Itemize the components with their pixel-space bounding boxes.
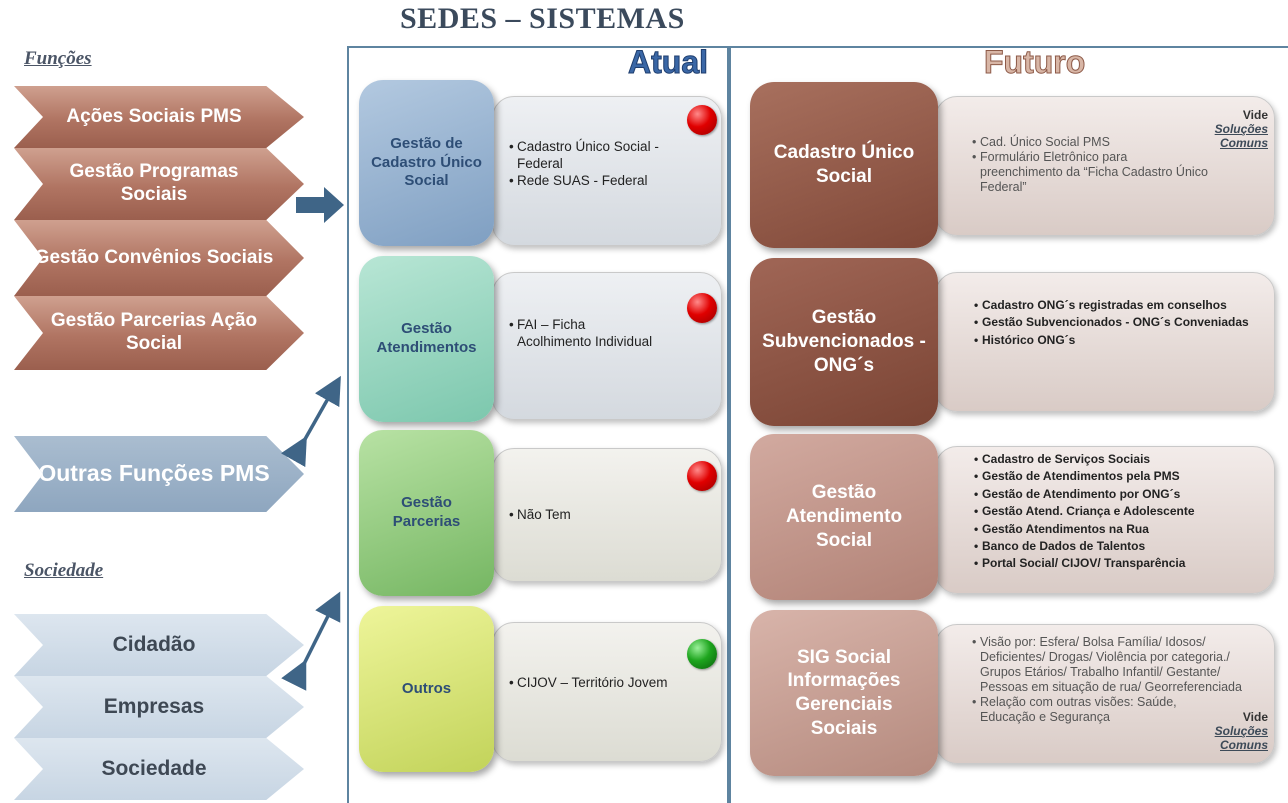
- funcao-gestao-convenios: Gestão Convênios Sociais: [14, 220, 304, 296]
- list-item: Banco de Dados de Talentos: [974, 538, 1264, 556]
- list-item: Cad. Único Social PMS: [972, 135, 1212, 150]
- list-item: CIJOV – Território Jovem: [509, 675, 669, 692]
- list-item: Rede SUAS - Federal: [509, 173, 705, 190]
- vide-label: Vide: [1242, 710, 1268, 724]
- list-item: FAI – Ficha Acolhimento Individual: [509, 317, 659, 351]
- atual-detail-box: FAI – Ficha Acolhimento Individual: [492, 272, 722, 420]
- futuro-detail-box: Visão por: Esfera/ Bolsa Família/ Idosos…: [935, 624, 1275, 764]
- futuro-system-block: Gestão Subvencionados - ONG´s: [750, 258, 938, 426]
- atual-system-block: Gestão Atendimentos: [359, 256, 494, 422]
- futuro-detail-box: Cad. Único Social PMS Formulário Eletrôn…: [935, 96, 1275, 236]
- sociedade-sociedade: Sociedade: [14, 738, 304, 800]
- atual-system-block: Gestão Parcerias: [359, 430, 494, 596]
- list-item: Formulário Eletrônico para preenchimento…: [972, 150, 1212, 195]
- vide-note: Vide Soluções Comuns: [1208, 108, 1268, 150]
- status-green-icon: [687, 639, 717, 669]
- status-red-icon: [687, 461, 717, 491]
- page-title: SEDES – SISTEMAS: [400, 2, 685, 35]
- list-item: Histórico ONG´s: [974, 332, 1254, 350]
- list-item: Gestão Atend. Criança e Adolescente: [974, 503, 1264, 521]
- atual-system-block: Gestão de Cadastro Único Social: [359, 80, 494, 246]
- double-arrow-outras-icon: [280, 375, 341, 468]
- vide-note: Vide Soluções Comuns: [1208, 710, 1268, 752]
- funcao-acoes-sociais: Ações Sociais PMS: [14, 86, 304, 148]
- funcao-gestao-parcerias: Gestão Parcerias Ação Social: [14, 296, 304, 370]
- list-item: Gestão Atendimentos na Rua: [974, 521, 1264, 539]
- right-arrow-icon: [296, 187, 344, 223]
- list-item: Gestão de Atendimento por ONG´s: [974, 486, 1264, 504]
- list-item: Relação com outras visões: Saúde, Educaç…: [972, 695, 1190, 725]
- status-red-icon: [687, 105, 717, 135]
- outras-funcoes-pms: Outras Funções PMS: [14, 436, 304, 512]
- atual-detail-box: Cadastro Único Social - Federal Rede SUA…: [492, 96, 722, 246]
- futuro-system-block: SIG Social Informações Gerenciais Sociai…: [750, 610, 938, 776]
- atual-title: Atual: [628, 44, 709, 81]
- solucoes-comuns-link[interactable]: Soluções Comuns: [1214, 121, 1268, 150]
- atual-detail-box: Não Tem: [492, 448, 722, 582]
- funcoes-label: Funções: [24, 48, 92, 69]
- vide-label: Vide: [1242, 108, 1268, 122]
- status-red-icon: [687, 293, 717, 323]
- sociedade-cidadao: Cidadão: [14, 614, 304, 676]
- list-item: Visão por: Esfera/ Bolsa Família/ Idosos…: [972, 635, 1244, 695]
- list-item: Cadastro de Serviços Sociais: [974, 451, 1264, 469]
- atual-system-block: Outros: [359, 606, 494, 772]
- futuro-system-block: Gestão Atendimento Social: [750, 434, 938, 600]
- list-item: Gestão de Atendimentos pela PMS: [974, 468, 1264, 486]
- futuro-system-block: Cadastro Único Social: [750, 82, 938, 248]
- solucoes-comuns-link[interactable]: Soluções Comuns: [1214, 723, 1268, 752]
- list-item: Cadastro ONG´s registradas em conselhos: [974, 297, 1254, 315]
- sociedade-empresas: Empresas: [14, 676, 304, 738]
- list-item: Portal Social/ CIJOV/ Transparência: [974, 555, 1264, 573]
- sociedade-label: Sociedade: [24, 560, 104, 581]
- futuro-detail-box: Cadastro ONG´s registradas em conselhos …: [935, 272, 1275, 412]
- futuro-detail-box: Cadastro de Serviços Sociais Gestão de A…: [935, 446, 1275, 594]
- double-arrow-sociedade-icon: [281, 591, 341, 691]
- list-item: Não Tem: [509, 507, 699, 524]
- futuro-panel: [729, 46, 1288, 803]
- list-item: Gestão Subvencionados - ONG´s Conveniada…: [974, 314, 1254, 332]
- funcao-gestao-programas: Gestão Programas Sociais: [14, 148, 304, 220]
- futuro-title: Futuro: [983, 44, 1086, 81]
- atual-panel: [347, 46, 729, 803]
- atual-detail-box: CIJOV – Território Jovem: [492, 622, 722, 762]
- list-item: Cadastro Único Social - Federal: [509, 139, 705, 173]
